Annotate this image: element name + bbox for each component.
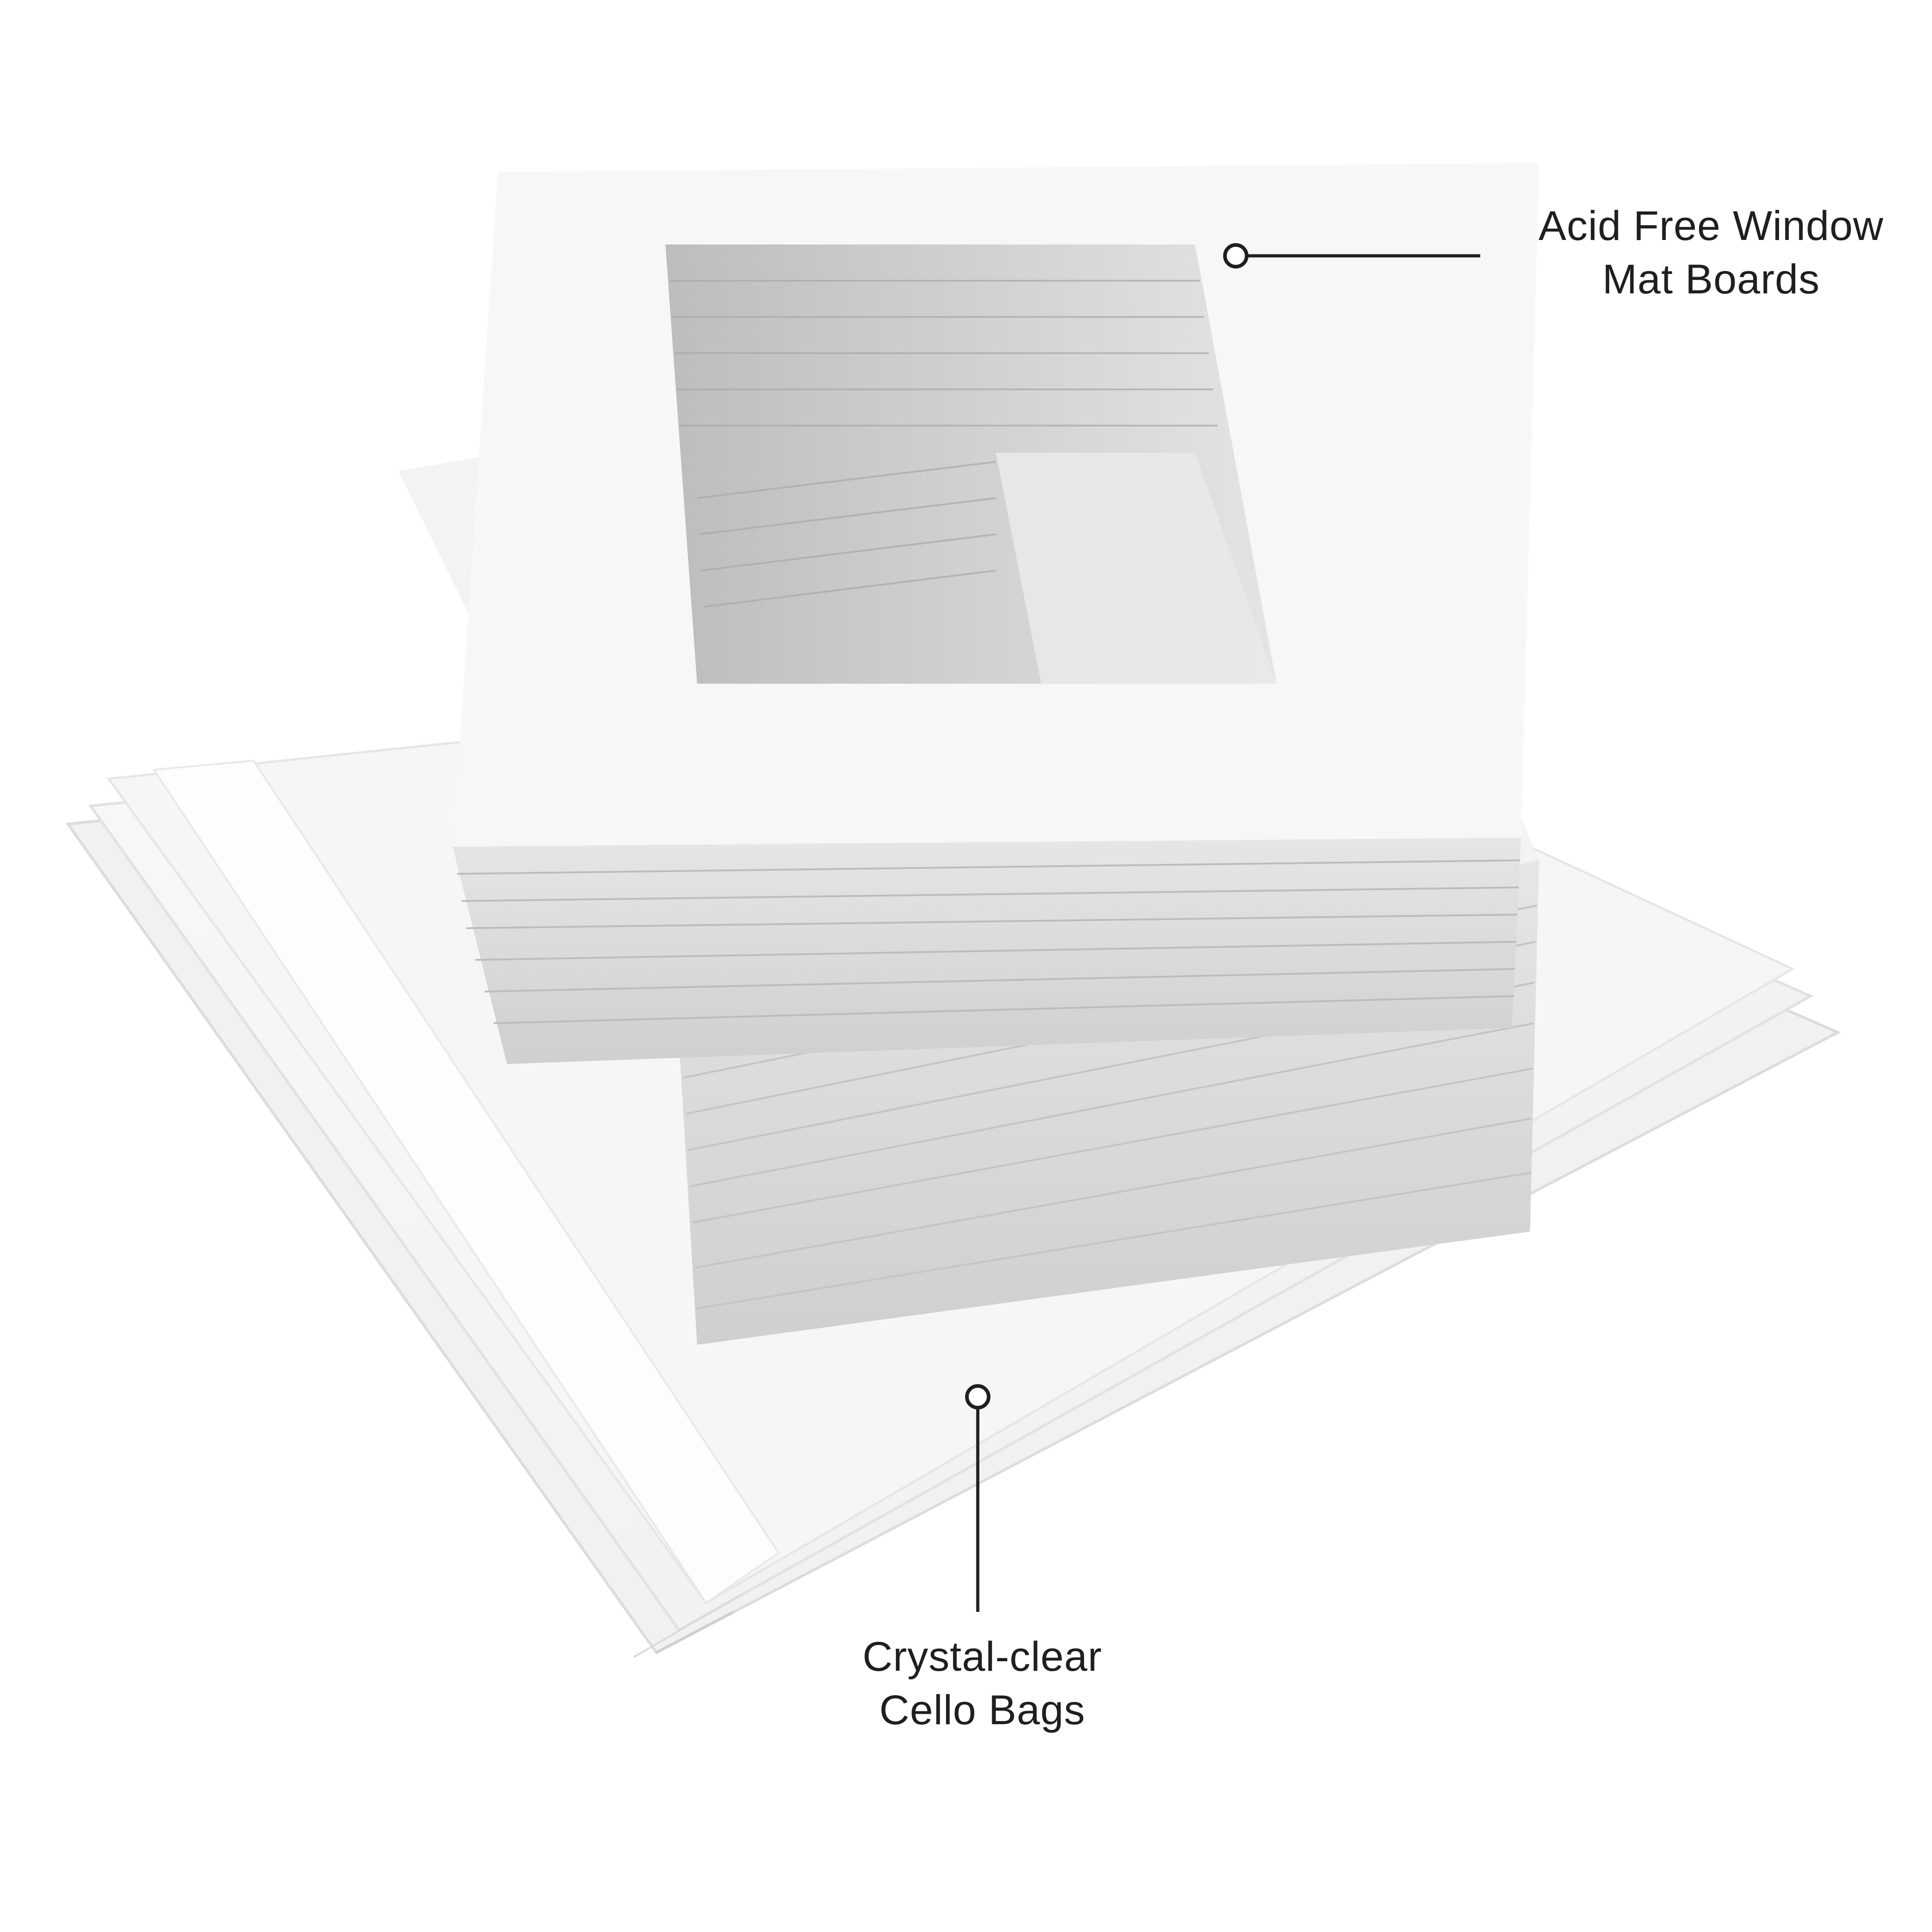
cello-bags-label-line1: Crystal-clear (862, 1634, 1102, 1680)
mat-boards-label-line1: Acid Free Window (1538, 203, 1884, 249)
cello-bags-label-line2: Cello Bags (879, 1687, 1086, 1733)
top-mat-stack (453, 163, 1539, 1064)
cello-bags-label: Crystal-clear Cello Bags (779, 1630, 1186, 1737)
mat-boards-label: Acid Free Window Mat Boards (1449, 199, 1932, 306)
cello-bags-callout-pointer (965, 1384, 990, 1612)
mat-boards-callout-pointer (1223, 243, 1480, 268)
mat-boards-label-line2: Mat Boards (1602, 256, 1820, 302)
